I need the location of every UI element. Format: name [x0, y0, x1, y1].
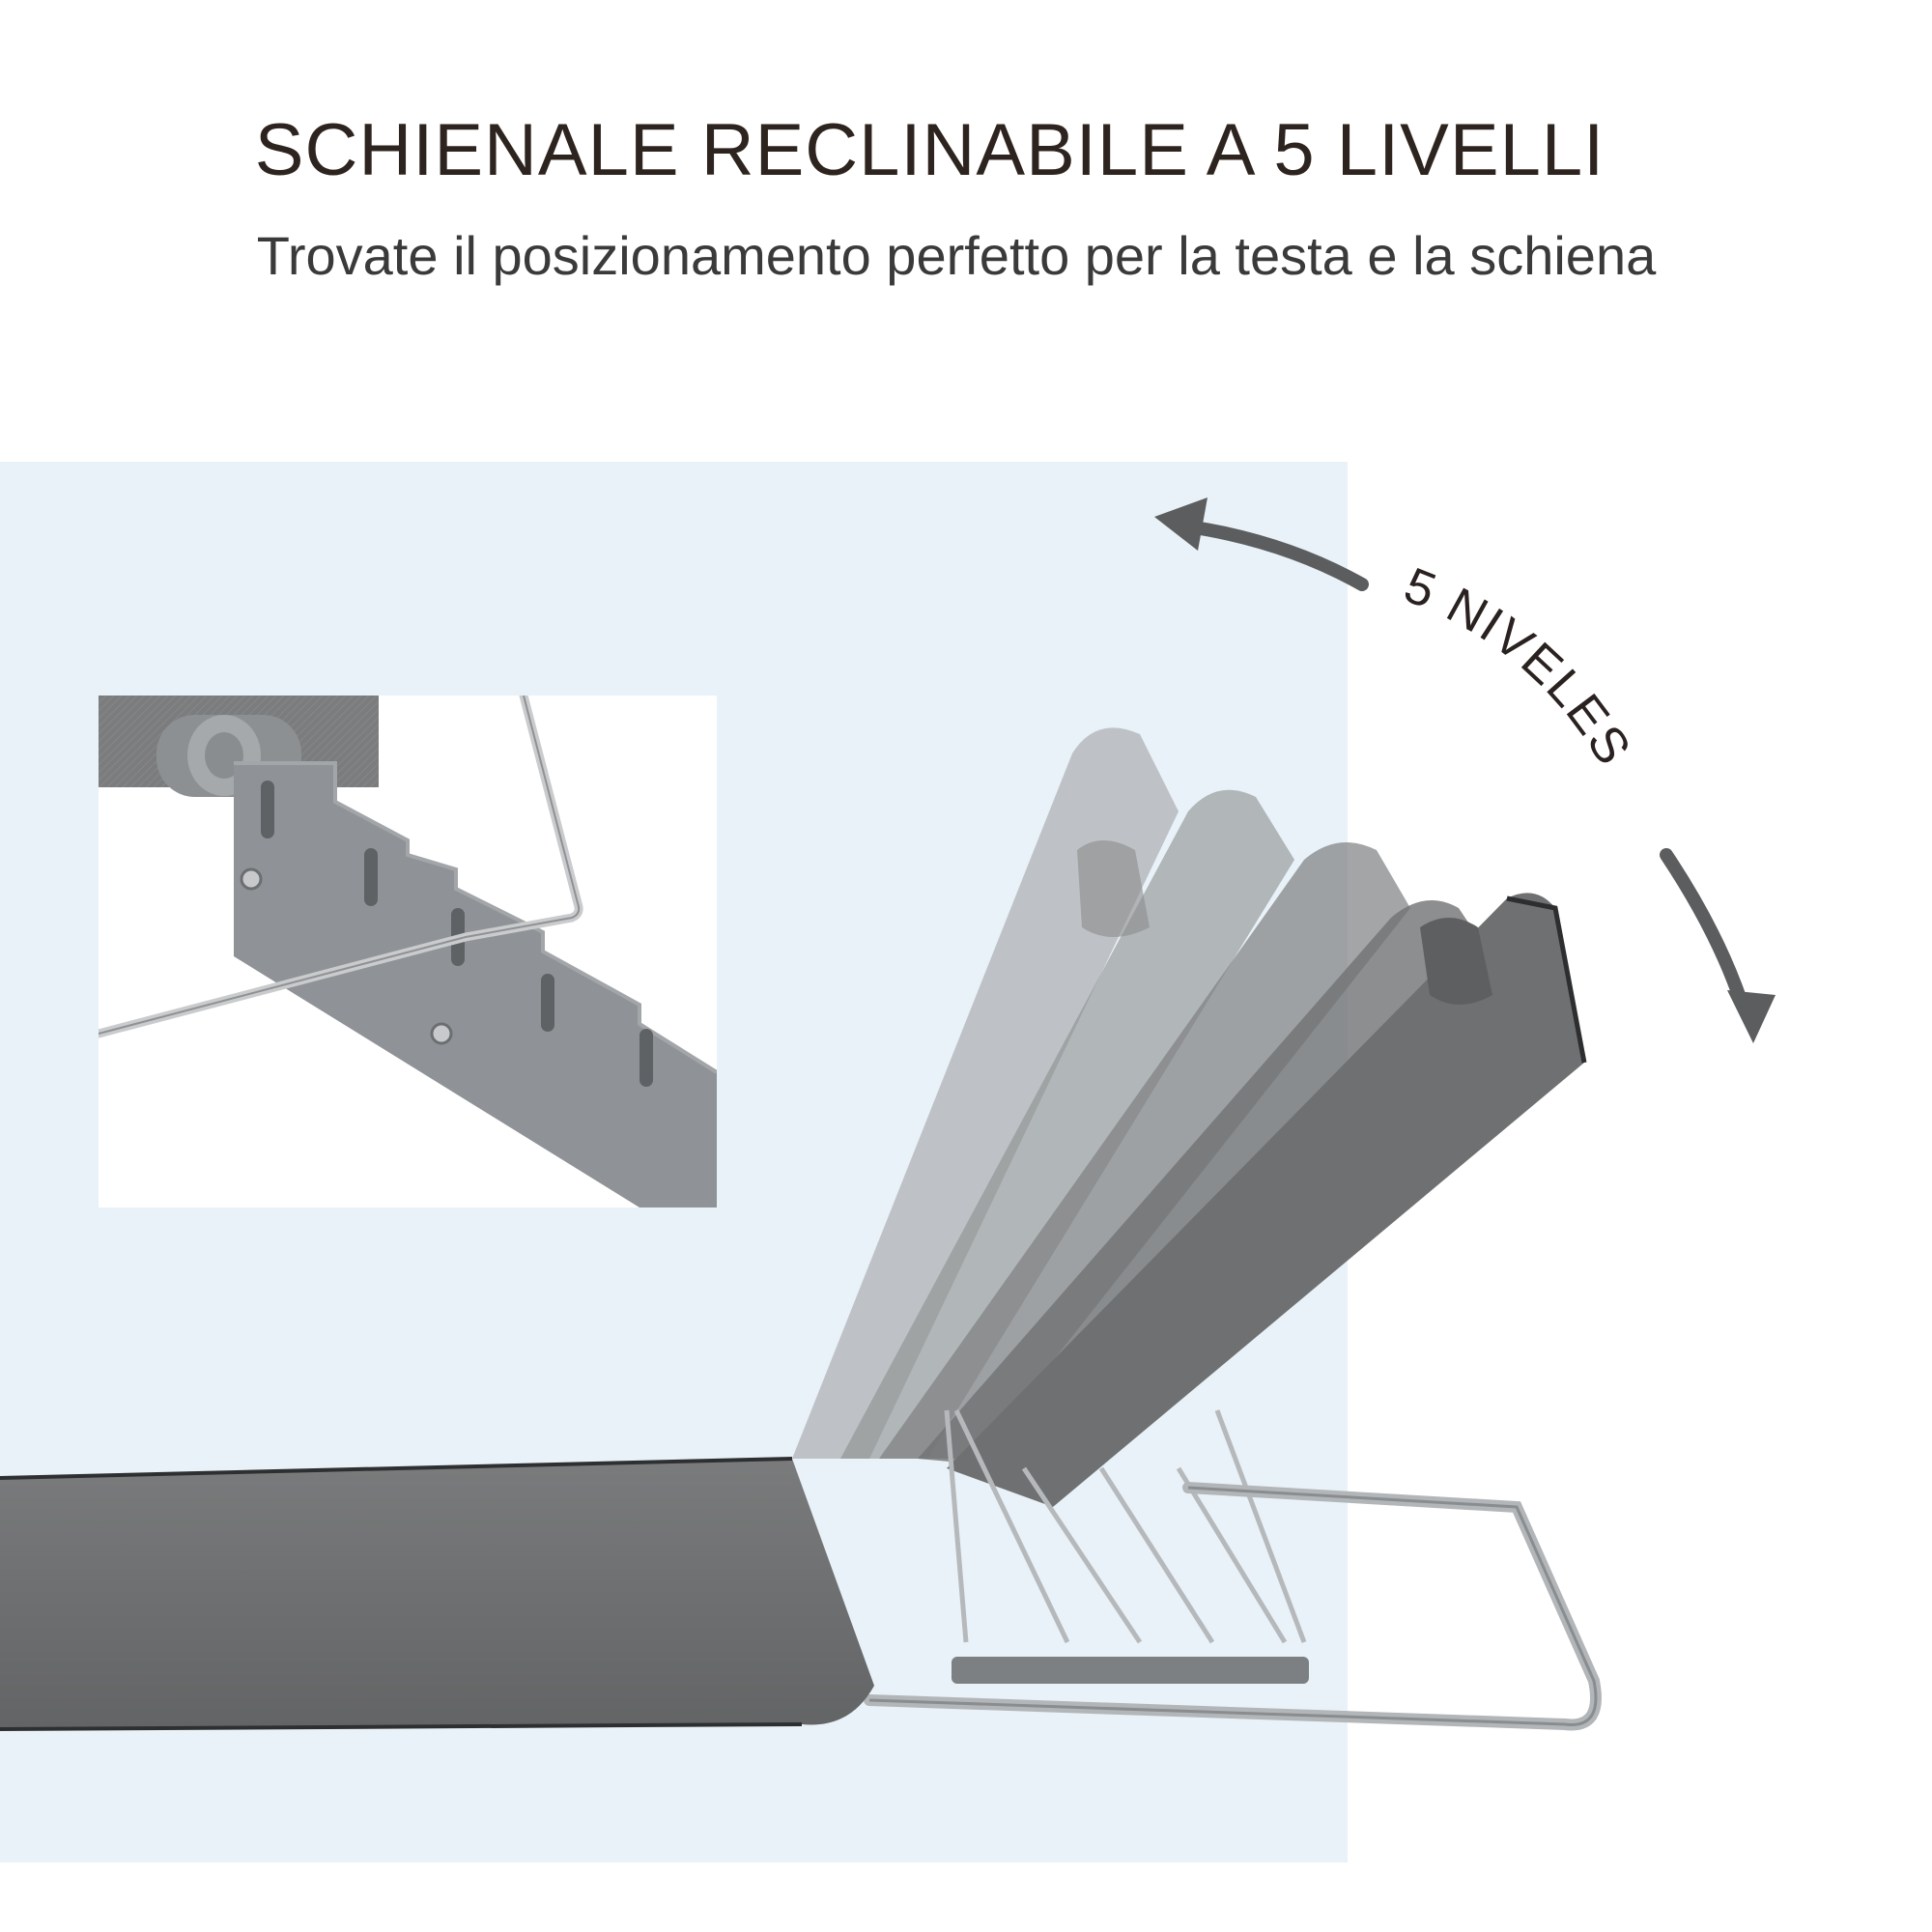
backrest-position-2 — [840, 789, 1294, 1459]
arrow-up-left-icon — [1154, 497, 1369, 591]
bracket-detail-inset — [99, 696, 717, 1208]
backrest-position-3 — [879, 842, 1410, 1459]
page-title: SCHIENALE RECLINABILE A 5 LIVELLI — [254, 109, 1605, 191]
page-subtitle: Trovate il posizionamento perfetto per l… — [256, 225, 1657, 286]
arrow-down-right-icon — [1660, 848, 1776, 1043]
backrest-position-4 — [918, 900, 1497, 1468]
backrest-position-5 — [947, 893, 1587, 1507]
